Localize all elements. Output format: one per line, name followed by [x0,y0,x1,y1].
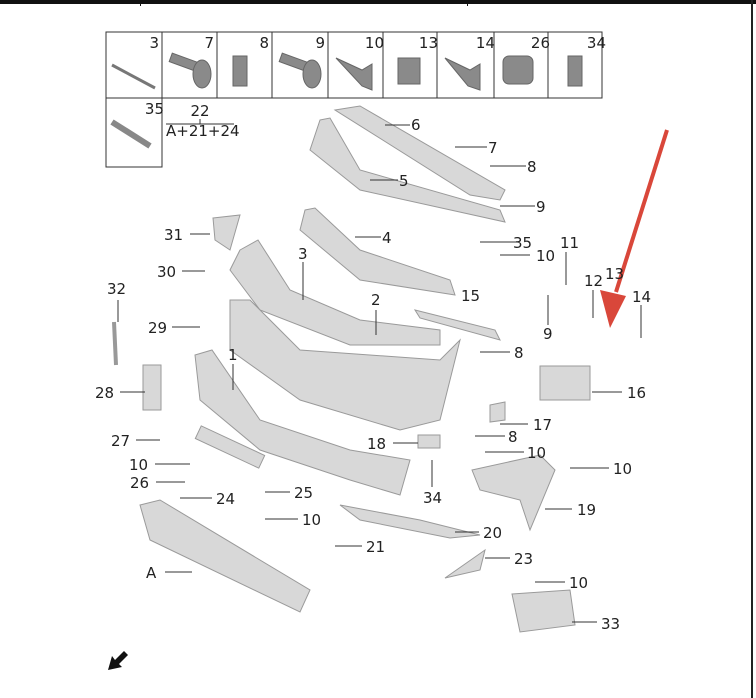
callout-label: 8 [527,158,537,176]
assembly-number: 22 [190,102,209,120]
callout-label: 6 [411,116,421,134]
callout-label: 35 [513,234,532,252]
callout-label: 15 [461,287,480,305]
parts [112,105,591,633]
part-3 [229,239,441,346]
part-20 [339,504,481,539]
legend-labels: 3 7 8 9 10 13 14 26 34 35 22 A+21+24 [145,34,606,140]
callout-label: 17 [533,416,552,434]
callout-label: 24 [216,490,235,508]
part-23 [444,548,486,579]
header-divider [467,0,468,6]
fastener-legend [105,31,603,168]
part-2 [229,299,461,431]
callout-label: 10 [536,247,555,265]
header-divider [140,0,141,6]
screw-icon [335,57,373,91]
callout-label: 14 [632,288,651,306]
callout-label: 5 [399,172,409,190]
callout-label: 20 [483,524,502,542]
part-28 [142,364,162,411]
callout-label: 18 [367,435,386,453]
part-5 [309,117,506,223]
callout-label: 31 [164,226,183,244]
part-16 [539,365,591,401]
callout-label: 4 [382,229,392,247]
callout-label: 28 [95,384,114,402]
callout-label: 10 [302,511,321,529]
part-33 [511,589,576,633]
part-17 [489,401,506,423]
clip-icon [567,55,583,87]
legend-label: 8 [259,34,269,52]
pin-icon [111,63,156,90]
leader-lines [117,124,642,623]
part-31 [212,214,241,251]
callout-label: 34 [423,489,442,507]
callout-label: 12 [584,272,603,290]
legend-label: 10 [365,34,384,52]
callout-label: 7 [488,139,498,157]
callout-label: 13 [605,265,624,283]
callout-label: 33 [601,615,620,633]
callout-label: 10 [527,444,546,462]
legend-label: 34 [587,34,606,52]
top-border [0,0,756,4]
part-6 [333,105,506,201]
callout-label: 30 [157,263,176,281]
direction-arrow-icon [108,651,128,670]
callout-label: 10 [613,460,632,478]
part-18 [417,434,441,449]
part-15 [413,309,501,341]
callout-labels: 6 7 8 5 9 4 35 10 11 31 30 3 12 13 14 15… [95,116,651,633]
callout-label: 11 [560,234,579,252]
callout-label: 23 [514,550,533,568]
callout-label: 16 [627,384,646,402]
legend-label: 7 [204,34,214,52]
callout-label: 26 [130,474,149,492]
part-4 [299,207,456,296]
callout-label: 3 [298,245,308,263]
legend-label: 35 [145,100,164,118]
part-19 [471,454,556,532]
part-25 [194,425,266,469]
right-border [751,0,753,698]
callout-label: 25 [294,484,313,502]
callout-label: 27 [111,432,130,450]
callout-label: A [146,564,157,582]
part-1 [194,349,411,496]
callout-label: 8 [514,344,524,362]
red-arrow-icon [600,129,669,328]
callout-label: 9 [543,325,553,343]
nut-icon [397,57,421,85]
screw-icon [444,57,481,91]
part-32 [112,321,118,366]
legend-label: 9 [315,34,325,52]
assembly-formula: A+21+24 [166,122,240,140]
bolt-icon [278,52,322,89]
callout-label: 10 [129,456,148,474]
bracket-icon [502,55,534,85]
callout-label: 8 [508,428,518,446]
callout-label: 10 [569,574,588,592]
fastener-icons [110,52,583,149]
bolt-icon [110,119,152,149]
legend-label: 13 [419,34,438,52]
legend-label: 3 [149,34,159,52]
legend-label: 26 [531,34,550,52]
legend-label: 14 [476,34,495,52]
bolt-icon [168,52,212,89]
callout-label: 1 [228,346,238,364]
callout-label: 19 [577,501,596,519]
callout-label: 29 [148,319,167,337]
callout-label: 32 [107,280,126,298]
callout-label: 2 [371,291,381,309]
clip-icon [232,55,248,87]
part-A [139,499,311,613]
callout-label: 21 [366,538,385,556]
callout-label: 9 [536,198,546,216]
